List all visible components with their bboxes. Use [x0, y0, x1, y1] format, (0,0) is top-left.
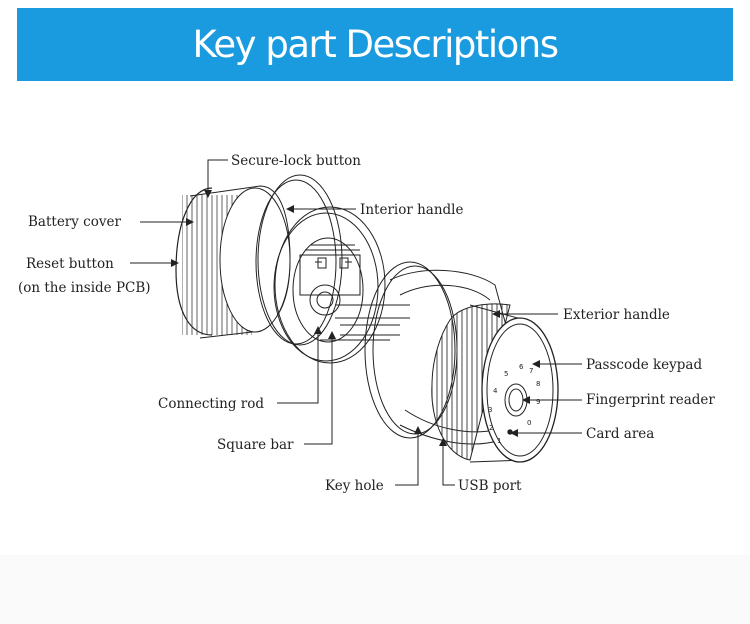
- keypad-digit: 1: [497, 437, 501, 445]
- keypad-digit: 7: [529, 367, 533, 375]
- label-key-hole: Key hole: [325, 478, 384, 494]
- keypad-digit: 8: [536, 380, 540, 388]
- label-battery-cover: Battery cover: [28, 214, 121, 230]
- label-connecting-rod: Connecting rod: [158, 396, 264, 412]
- page-title: Key part Descriptions: [192, 23, 560, 66]
- label-reset-button-note: (on the inside PCB): [18, 280, 151, 296]
- label-reset-button: Reset button: [26, 256, 114, 272]
- label-interior-handle: Interior handle: [360, 202, 463, 218]
- label-exterior-handle: Exterior handle: [563, 307, 670, 323]
- keypad-digit: 6: [519, 363, 524, 371]
- keypad-digit: 9: [536, 398, 540, 406]
- label-usb-port: USB port: [458, 478, 522, 494]
- label-fingerprint-reader: Fingerprint reader: [586, 392, 715, 408]
- keypad-digits: 6 7 8 9 0 1 2 3 4 5: [488, 363, 540, 445]
- label-card-area: Card area: [586, 426, 654, 442]
- leader-arrowheads: [171, 190, 540, 446]
- keypad-digit: 4: [493, 387, 498, 395]
- label-passcode-keypad: Passcode keypad: [586, 357, 702, 373]
- leader-lines: [130, 159, 582, 486]
- interior-knob-drawing: [175, 174, 386, 364]
- exterior-knob-drawing: [364, 261, 559, 463]
- header-banner: Key part Descriptions: [17, 8, 733, 81]
- keypad-digit: 0: [527, 419, 531, 427]
- keypad-digit: 5: [504, 370, 508, 378]
- label-secure-lock-button: Secure-lock button: [231, 153, 361, 169]
- label-square-bar: Square bar: [217, 437, 294, 453]
- keypad-digit: 2: [489, 424, 493, 432]
- bottom-band: [0, 555, 750, 624]
- keypad-digit: 3: [488, 406, 492, 414]
- connecting-rod-drawing: [320, 304, 410, 341]
